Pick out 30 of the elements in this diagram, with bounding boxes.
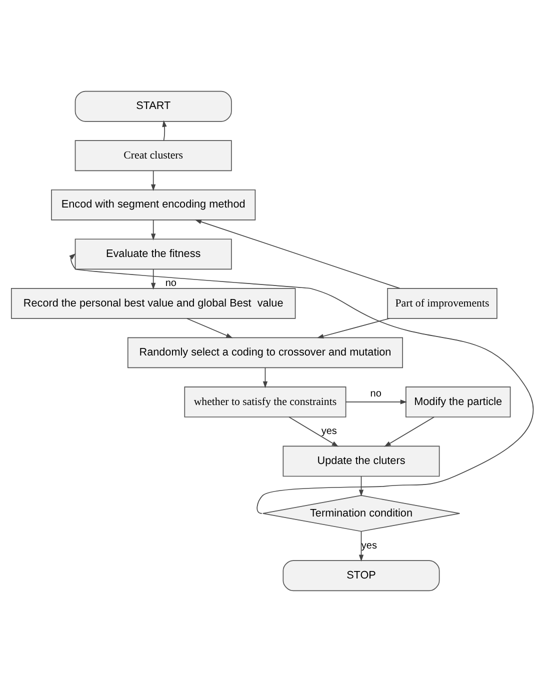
node-box: Creat clusters	[74, 140, 232, 171]
edge-label: no	[165, 278, 176, 289]
arrow	[162, 120, 167, 140]
node-box: Evaluate the fitness	[74, 238, 232, 270]
arrow	[346, 399, 408, 404]
arrow	[262, 366, 268, 388]
node-box: Modify the particle	[406, 386, 511, 417]
node-diamond: Termination condition	[262, 494, 460, 532]
arrow	[358, 476, 364, 496]
node-box: Randomly select a coding to crossover and mutation	[127, 336, 403, 368]
arrow	[288, 416, 339, 446]
node-box: whether to satisfy the constraints	[184, 386, 346, 417]
arrow	[151, 219, 156, 240]
arrow	[316, 318, 390, 338]
arrow	[186, 318, 233, 338]
node-box: Part of improvements	[387, 287, 498, 318]
edge-label: yes	[361, 540, 377, 552]
arrow	[358, 530, 364, 561]
arrow	[151, 170, 156, 191]
arrow	[194, 219, 400, 288]
node-box: STOP	[282, 560, 440, 591]
arrow	[384, 416, 435, 446]
node-box: Record the personal best value and global Best value	[10, 287, 296, 318]
node-box: Encod with segment encoding method	[51, 188, 256, 220]
edge-label: no	[370, 388, 382, 400]
node-box: Update the cluters	[282, 445, 440, 476]
arrow	[151, 268, 156, 290]
node-box: START	[74, 90, 232, 122]
edge-label: yes	[321, 426, 337, 437]
arrow	[69, 252, 534, 514]
